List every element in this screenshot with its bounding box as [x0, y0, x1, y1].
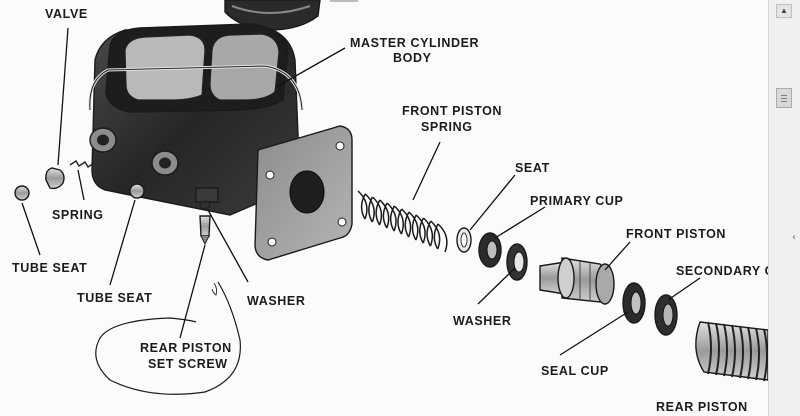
- label-spring: SPRING: [52, 208, 104, 222]
- label-master-cylinder-2: BODY: [393, 51, 432, 65]
- exploded-view-diagram: VALVE MASTER CYLINDER BODY FRONT PISTON …: [12, 0, 768, 414]
- label-rear-piston: REAR PISTON: [656, 400, 748, 414]
- chevron-left-icon[interactable]: ‹: [792, 232, 796, 243]
- label-tube-seat-left: TUBE SEAT: [12, 261, 87, 275]
- label-primary-cup: PRIMARY CUP: [530, 194, 623, 208]
- leader-lines: [21, 27, 701, 395]
- leader-washer-right: [477, 267, 516, 305]
- hand-drawn-circle: [95, 281, 241, 395]
- diagram-canvas: VALVE MASTER CYLINDER BODY FRONT PISTON …: [12, 0, 768, 414]
- tube-seat-left-part: [14, 185, 30, 201]
- leader-spring-small: [77, 169, 85, 201]
- grip-line: [781, 98, 787, 99]
- label-seal-cup: SEAL CUP: [541, 364, 609, 378]
- front-piston-spring-part: [357, 190, 448, 253]
- leader-secondary-cup: [667, 277, 701, 301]
- label-tube-seat-mid: TUBE SEAT: [77, 291, 152, 305]
- spring-part: [69, 160, 95, 168]
- label-rear-piston-set-screw-2: SET SCREW: [148, 357, 228, 371]
- washer-right-part: [506, 243, 528, 281]
- label-rear-piston-set-screw-1: REAR PISTON: [140, 341, 232, 355]
- leader-set-screw: [179, 244, 206, 339]
- label-master-cylinder-1: MASTER CYLINDER: [350, 36, 479, 50]
- tube-seat-mid-part: [129, 183, 145, 199]
- washer-left-part: [199, 200, 211, 210]
- part-labels: VALVE MASTER CYLINDER BODY FRONT PISTON …: [12, 7, 768, 414]
- label-washer-left: WASHER: [247, 294, 305, 308]
- scroll-up-arrow-icon[interactable]: ▲: [776, 4, 792, 18]
- leader-tube-seat-mid: [109, 199, 136, 286]
- leader-primary-cup: [494, 206, 546, 239]
- scrollbar-thumb[interactable]: [776, 88, 792, 108]
- leader-front-piston: [604, 241, 631, 271]
- top-edge-mark: [330, 0, 358, 2]
- label-washer-right: WASHER: [453, 314, 511, 328]
- leader-valve: [57, 27, 69, 166]
- label-front-piston: FRONT PISTON: [626, 227, 726, 241]
- front-piston-part: [539, 257, 615, 305]
- grip-line: [781, 101, 787, 102]
- label-front-piston-spring-2: SPRING: [421, 120, 473, 134]
- leader-tube-seat-left: [21, 202, 41, 256]
- label-front-piston-spring-1: FRONT PISTON: [402, 104, 502, 118]
- leader-seal-cup: [559, 311, 629, 356]
- rear-piston-set-screw-part: [199, 215, 211, 246]
- leader-seat: [469, 174, 516, 231]
- label-seat: SEAT: [515, 161, 550, 175]
- primary-cup-part: [478, 232, 502, 268]
- label-secondary-cup: SECONDARY C: [676, 264, 768, 278]
- leader-body: [277, 47, 346, 87]
- master-cylinder-body: [88, 23, 353, 261]
- leader-spring: [412, 141, 441, 201]
- grip-line: [781, 95, 787, 96]
- leader-washer-left: [207, 209, 249, 283]
- vertical-scrollbar[interactable]: ▲: [768, 0, 800, 416]
- seat-part: [456, 227, 472, 253]
- seal-cup-part: [622, 282, 646, 324]
- valve-part: [45, 167, 65, 190]
- label-valve: VALVE: [45, 7, 88, 21]
- secondary-cup-part: [654, 294, 678, 336]
- rear-piston-part: [695, 321, 768, 382]
